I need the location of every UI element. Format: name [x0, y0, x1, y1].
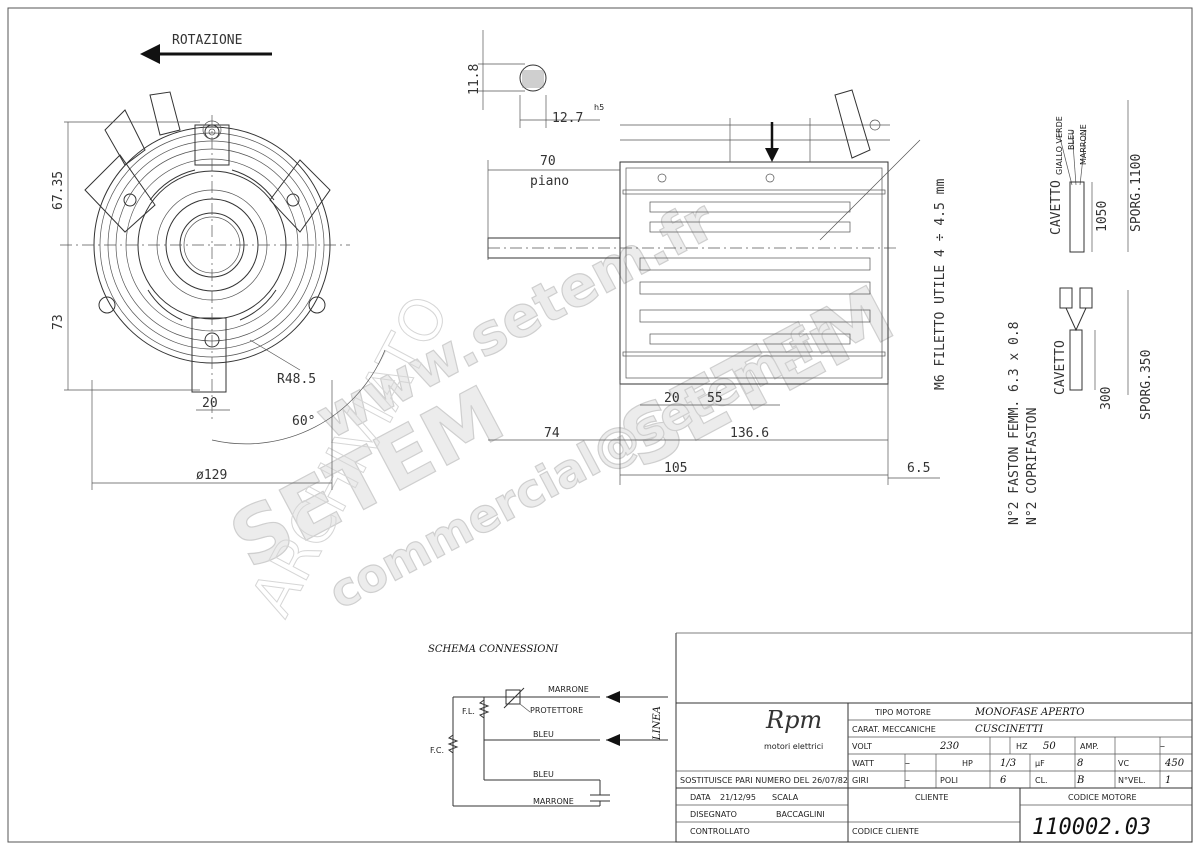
- dim-105: 105: [664, 461, 687, 476]
- side-view: 70 piano 74 136.6 20 55 105 6.5 M6 FILET…: [487, 89, 948, 485]
- amp: –: [1160, 741, 1165, 752]
- rotation-indicator: ROTAZIONE: [140, 33, 272, 64]
- tipo-motore: MONOFASE APERTO: [974, 707, 1084, 718]
- schema-marrone-bottom: MARRONE: [533, 797, 574, 806]
- nvel: 1: [1165, 775, 1171, 786]
- data: 21/12/95: [720, 793, 756, 802]
- schema-bleu-top: BLEU: [533, 730, 554, 739]
- cable1-length: 1050: [1095, 201, 1110, 232]
- schema-fc: F.C.: [430, 746, 444, 755]
- sostituisce: SOSTITUISCE PARI NUMERO DEL: [680, 776, 810, 785]
- tipo-motore-label: TIPO MOTORE: [874, 708, 931, 717]
- volt: 230: [939, 741, 960, 752]
- carat-label: CARAT. MECCANICHE: [852, 725, 936, 734]
- poli: 6: [1000, 775, 1007, 786]
- disegnato-label: DISEGNATO: [690, 810, 737, 819]
- hp-label: HP: [962, 759, 973, 768]
- shaft-section: 11.8 12.7 h5: [467, 30, 604, 128]
- cable1-label: CAVETTO: [1049, 180, 1064, 235]
- schema-bleu-bottom: BLEU: [533, 770, 554, 779]
- hz: 50: [1043, 741, 1056, 752]
- dim-height-bottom: 73: [51, 314, 66, 330]
- dim-55: 55: [707, 391, 723, 406]
- codice-motore: 110002.03: [1032, 815, 1151, 840]
- schema-marrone-top: MARRONE: [548, 685, 589, 694]
- data-label: DATA: [690, 793, 711, 802]
- dim-6-5: 6.5: [907, 461, 930, 476]
- giri-label: GIRI: [852, 776, 868, 785]
- dim-136: 136.6: [730, 426, 769, 441]
- schema-fl: F.L.: [462, 707, 475, 716]
- giri: –: [905, 775, 910, 786]
- cable2-length: 300: [1099, 387, 1114, 410]
- dim-20: 20: [664, 391, 680, 406]
- uf-label: µF: [1035, 759, 1045, 768]
- cable1-color-3: MARRONE: [1079, 124, 1088, 165]
- schema-protettore: PROTETTORE: [530, 706, 583, 715]
- cable1-color-1: GIALLO VERDE: [1055, 116, 1064, 175]
- logo-sub: motori elettrici: [764, 742, 823, 751]
- shaft-dim-diameter: 12.7: [552, 111, 583, 126]
- hz-label: HZ: [1016, 742, 1028, 751]
- disegnato: BACCAGLINI: [776, 810, 825, 819]
- vc: 450: [1164, 758, 1185, 769]
- schema-linea: LINEA: [652, 706, 663, 741]
- label-piano: piano: [530, 174, 569, 189]
- note-faston: N°2 FASTON FEMM. 6.3 x 0.8: [1007, 322, 1022, 526]
- nvel-label: N°VEL.: [1118, 776, 1146, 785]
- connection-schematic: SCHEMA CONNESSIONI MARRONE PROTETTORE BL…: [428, 644, 668, 807]
- poli-label: POLI: [940, 776, 958, 785]
- logo: Rpm: [765, 706, 822, 734]
- rotation-label: ROTAZIONE: [172, 33, 242, 48]
- codice-motore-label: CODICE MOTORE: [1068, 793, 1137, 802]
- cliente-label: CLIENTE: [915, 793, 948, 802]
- watt-label: WATT: [852, 759, 874, 768]
- dim-70: 70: [540, 154, 556, 169]
- dim-bracket-width: 20: [202, 396, 218, 411]
- thread-note: M6 FILETTO UTILE 4 ÷ 4.5 mm: [933, 179, 948, 390]
- volt-label: VOLT: [852, 742, 872, 751]
- mount-arrow-icon: [765, 148, 779, 162]
- title-block: Rpm motori elettrici TIPO MOTORE MONOFAS…: [675, 632, 1193, 843]
- codice-cliente-label: CODICE CLIENTE: [852, 827, 919, 836]
- dim-angle: 60°: [292, 414, 315, 429]
- rotation-arrow-icon: [140, 44, 160, 64]
- note-coprifaston: N°2 COPRIFASTON: [1025, 408, 1040, 525]
- cable1-sporg: SPORG.1100: [1129, 154, 1144, 232]
- dim-74: 74: [544, 426, 560, 441]
- sostituisce-date: 26/07/82: [812, 776, 848, 785]
- hp: 1/3: [1000, 758, 1016, 769]
- cable1-color-2: BLEU: [1067, 129, 1076, 150]
- watermark: www.setem.fr SETEM SETEM commercial@sete…: [216, 187, 909, 627]
- page-border: [7, 7, 1193, 843]
- watt: –: [905, 758, 910, 769]
- cable2-label: CAVETTO: [1053, 340, 1068, 395]
- cable-details: GIALLO VERDE BLEU MARRONE CAVETTO 1050 S…: [1007, 100, 1154, 525]
- vc-label: VC: [1118, 759, 1129, 768]
- scala-label: SCALA: [772, 793, 799, 802]
- dim-height-top: 67.35: [51, 171, 66, 210]
- shaft-tolerance: h5: [594, 103, 604, 112]
- dim-diameter: ø129: [196, 468, 227, 483]
- cl-label: CL.: [1035, 776, 1048, 785]
- uf: 8: [1077, 758, 1083, 769]
- dim-radius: R48.5: [277, 372, 316, 387]
- cable2-sporg: SPORG.350: [1139, 350, 1154, 420]
- amp-label: AMP.: [1080, 742, 1099, 751]
- cl: B: [1076, 775, 1084, 786]
- schema-title: SCHEMA CONNESSIONI: [428, 644, 559, 655]
- carat: CUSCINETTI: [975, 724, 1044, 735]
- controllato-label: CONTROLLATO: [690, 827, 750, 836]
- front-view: 67.35 73 20 R48.5 60° ø129: [51, 91, 386, 490]
- shaft-dim-height: 11.8: [467, 64, 482, 95]
